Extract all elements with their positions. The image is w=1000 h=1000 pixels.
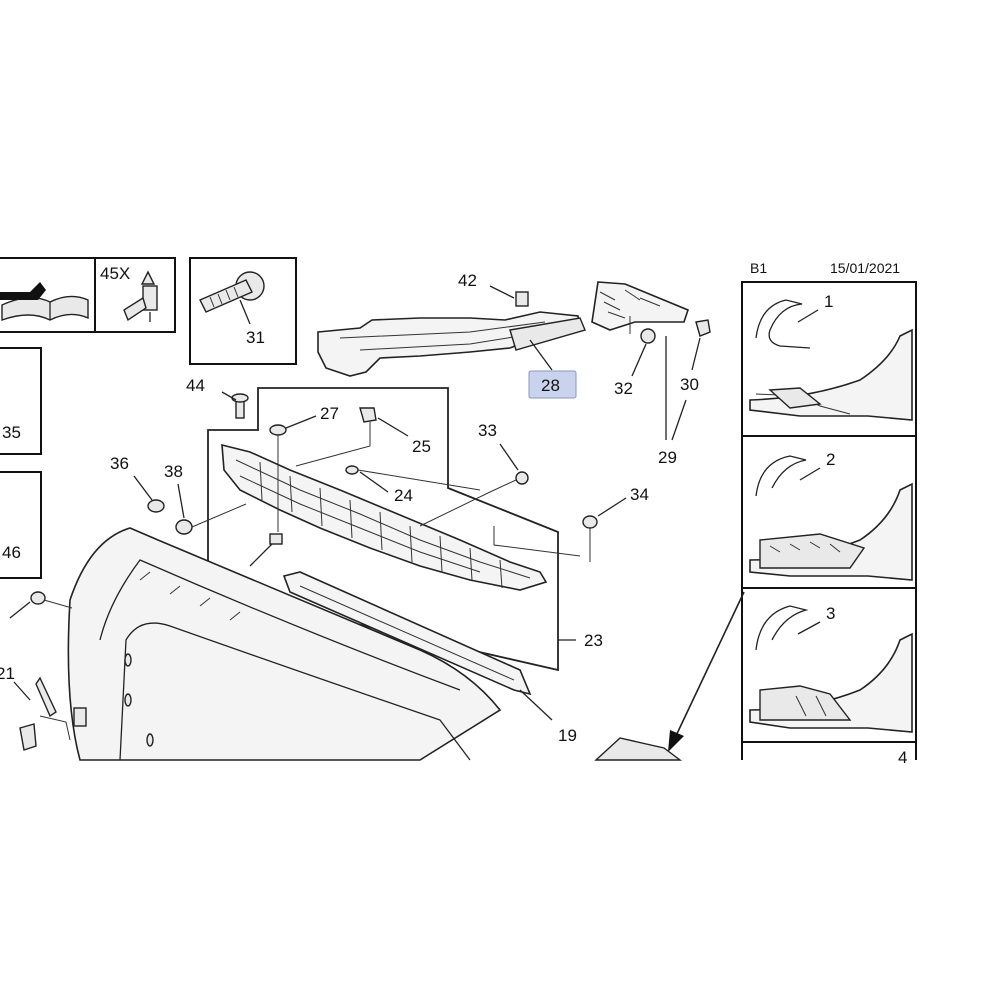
screw-34 — [582, 515, 598, 529]
variant-3-panel[interactable]: 3 — [741, 587, 917, 743]
date-stamp: 15/01/2021 — [830, 260, 900, 276]
callout-2: 2 — [826, 450, 835, 469]
callout-25: 25 — [412, 437, 431, 456]
callout-42: 42 — [458, 271, 477, 290]
callout-33: 33 — [478, 421, 497, 440]
page-code: B1 — [750, 260, 767, 276]
callout-45x: 45X — [100, 264, 130, 283]
callout-19: 19 — [558, 726, 577, 745]
callout-21: 21 — [0, 664, 15, 683]
variant-1-panel[interactable]: 1 — [741, 281, 917, 437]
bracket-21 — [35, 676, 57, 718]
washer-38 — [175, 519, 193, 535]
callout-23: 23 — [584, 631, 603, 650]
book-icon — [1, 295, 89, 321]
callout-32: 32 — [614, 379, 633, 398]
upper-bracket — [317, 281, 711, 377]
clip-42 — [515, 291, 529, 307]
bumper-bracket — [221, 443, 548, 591]
fasteners — [147, 393, 598, 562]
screw-36 — [147, 499, 165, 513]
callout-3: 3 — [826, 604, 835, 623]
screw-31-box: 31 — [189, 257, 297, 365]
nut-32 — [640, 328, 656, 344]
callout-29: 29 — [658, 448, 677, 467]
box-35: 35 — [0, 347, 42, 455]
callout-31: 31 — [246, 328, 265, 347]
callout-30: 30 — [680, 375, 699, 394]
clip-26 — [269, 533, 283, 545]
clip-45x-box: 45X — [94, 257, 176, 333]
callout-44: 44 — [186, 376, 205, 395]
wrench-icon — [0, 282, 46, 300]
callout-34: 34 — [630, 485, 649, 504]
screw-27 — [269, 424, 287, 436]
bracket-28 — [509, 317, 586, 351]
callout-46: 46 — [2, 543, 21, 562]
callout-38: 38 — [164, 462, 183, 481]
variant-2-panel[interactable]: 2 — [741, 435, 917, 589]
arrow-head — [668, 730, 684, 752]
box-46: 46 — [0, 471, 42, 579]
callout-35: 35 — [2, 423, 21, 442]
callout-4: 4 — [898, 748, 907, 767]
variant-4-panel[interactable]: 4 — [741, 741, 917, 767]
callout-28[interactable]: 28 — [541, 376, 560, 395]
clip-25 — [359, 407, 377, 423]
side-bracket — [591, 281, 689, 331]
clip-21b — [19, 723, 37, 751]
clip-30 — [695, 319, 711, 337]
screw-left — [30, 591, 46, 605]
callout-24: 24 — [394, 486, 413, 505]
screw-24 — [345, 465, 359, 475]
screw-icon — [199, 271, 265, 313]
callout-27: 27 — [320, 404, 339, 423]
manual-icon-box — [0, 257, 96, 333]
clip-icon — [123, 270, 158, 322]
bumper-fragment — [594, 737, 683, 761]
screw-33 — [515, 471, 529, 485]
bumper-cover — [67, 527, 502, 761]
callout-28-highlight[interactable] — [528, 370, 577, 399]
callout-1: 1 — [824, 292, 833, 311]
callout-36: 36 — [110, 454, 129, 473]
